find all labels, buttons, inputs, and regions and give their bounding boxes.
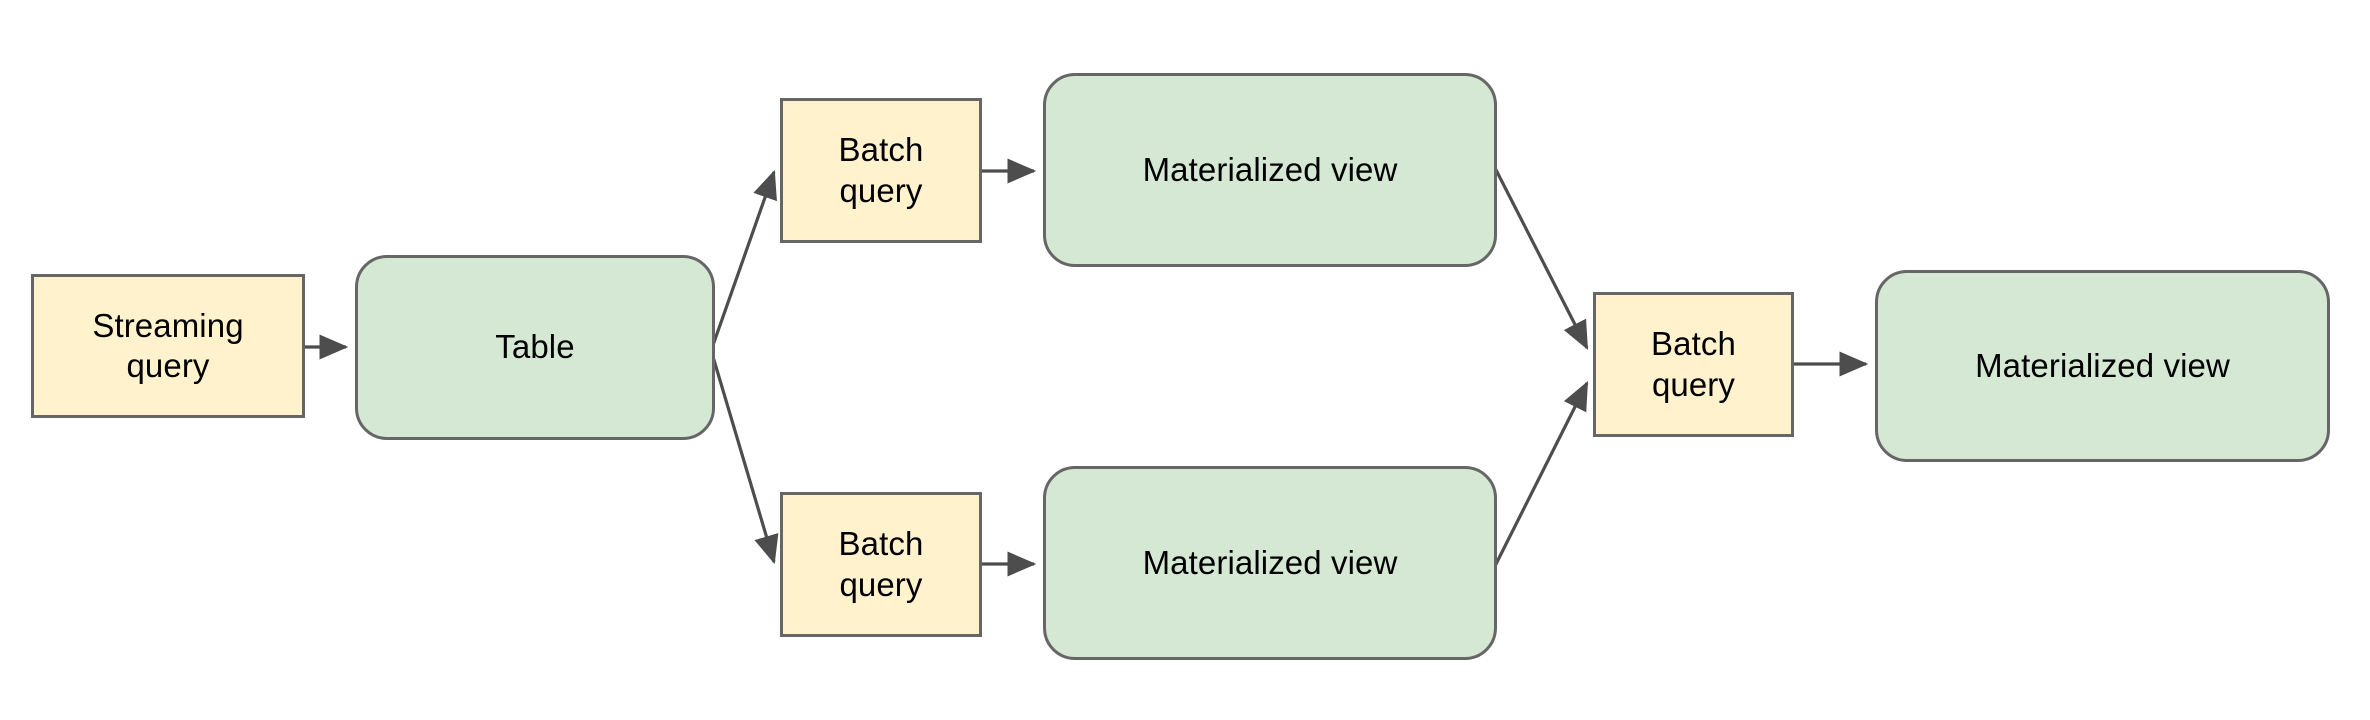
node-streaming-query[interactable]: Streaming query bbox=[31, 274, 305, 418]
edge-mv-top-to-batch-merge bbox=[1492, 165, 1589, 350]
node-materialized-view-final-label: Materialized view bbox=[1975, 346, 2230, 384]
node-batch-query-bottom[interactable]: Batch query bbox=[780, 492, 982, 637]
node-streaming-query-label: Streaming query bbox=[92, 306, 244, 384]
node-materialized-view-final[interactable]: Materialized view bbox=[1875, 270, 2330, 462]
node-table[interactable]: Table bbox=[355, 255, 715, 440]
node-materialized-view-bottom[interactable]: Materialized view bbox=[1043, 466, 1497, 660]
node-materialized-view-top[interactable]: Materialized view bbox=[1043, 73, 1497, 267]
node-batch-query-top-label: Batch query bbox=[838, 131, 924, 209]
node-batch-query-merge[interactable]: Batch query bbox=[1593, 292, 1794, 437]
node-batch-query-bottom-label: Batch query bbox=[838, 525, 924, 603]
edge-mv-bottom-to-batch-merge bbox=[1492, 380, 1589, 569]
node-batch-query-top[interactable]: Batch query bbox=[780, 98, 982, 243]
node-table-label: Table bbox=[495, 328, 575, 366]
node-materialized-view-top-label: Materialized view bbox=[1142, 150, 1398, 188]
node-batch-query-merge-label: Batch query bbox=[1651, 325, 1736, 403]
node-materialized-view-bottom-label: Materialized view bbox=[1142, 543, 1398, 581]
